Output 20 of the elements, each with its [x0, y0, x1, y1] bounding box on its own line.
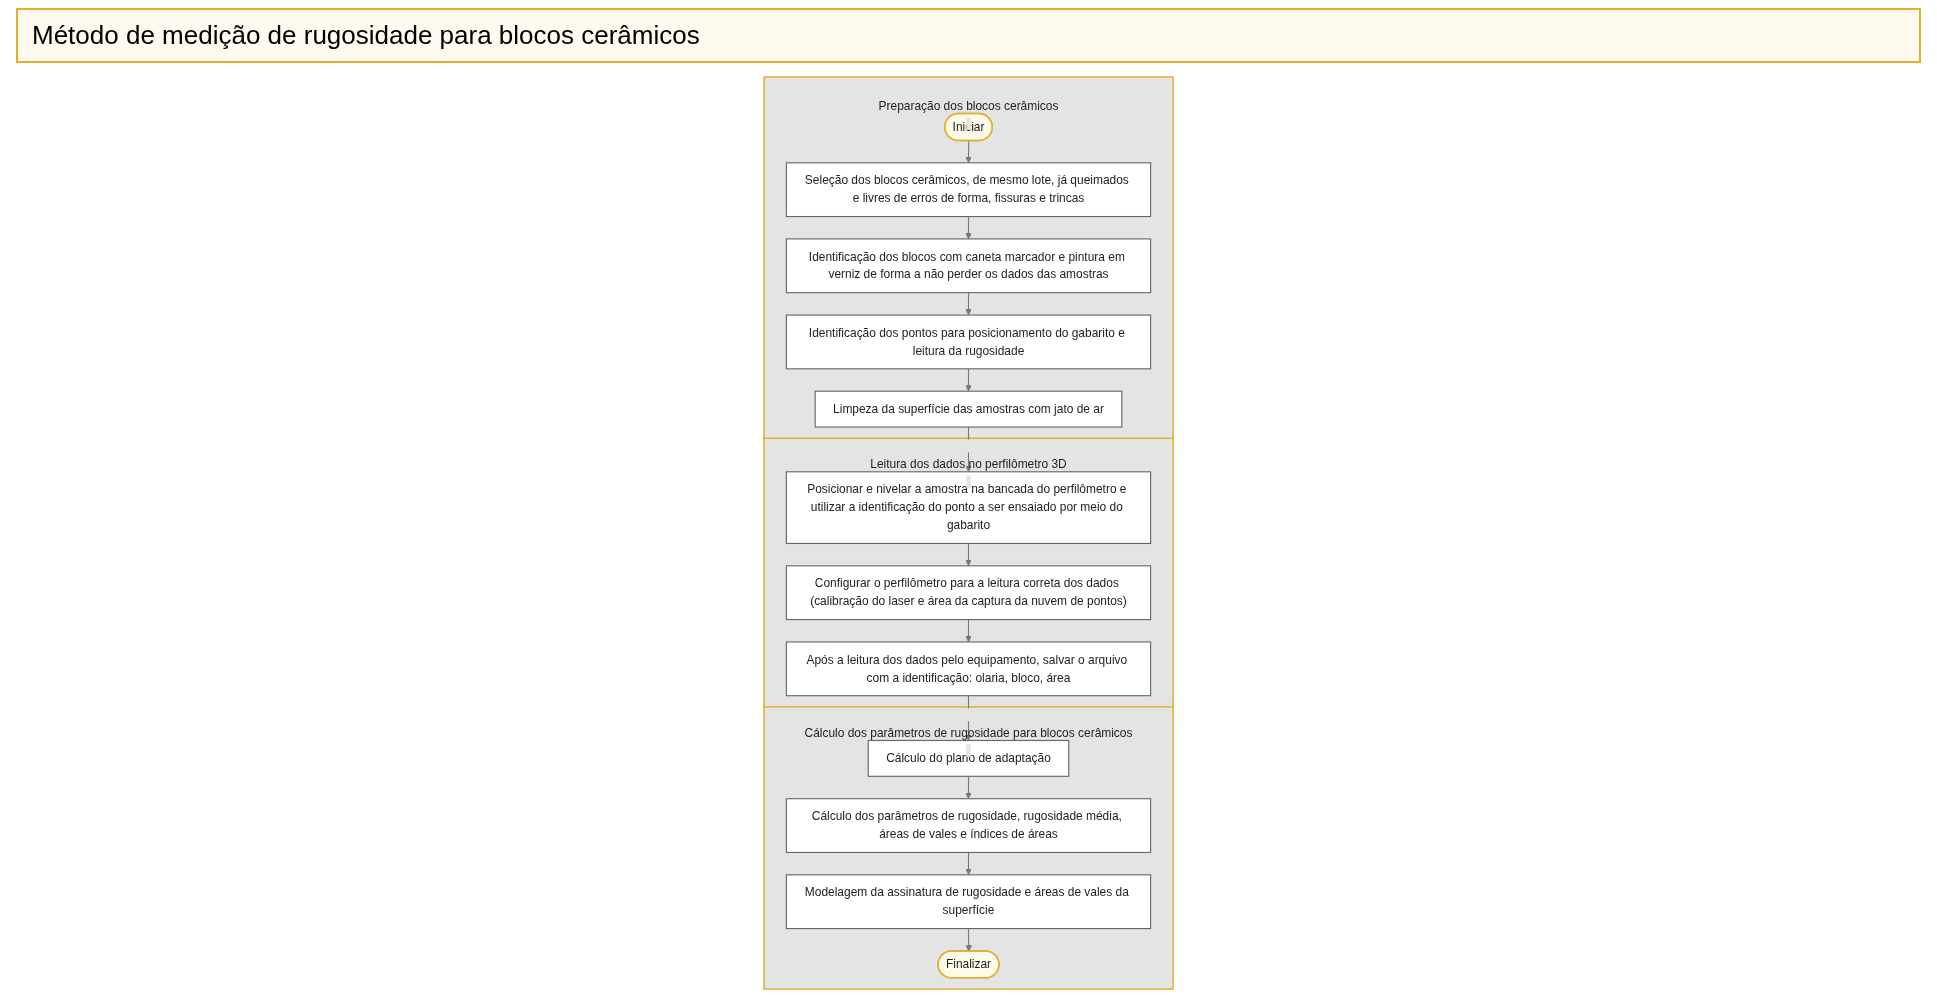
node-box: Identificação dos pontos para posicionamento do gabarito e leitura da rugosidade: [785, 314, 1152, 370]
node-box: Após a leitura dos dados pelo equipamento, salvar o arquivo com a identificação: olaria, bloco, área: [785, 641, 1152, 697]
node-box: Configurar o perfilômetro para a leitura correta dos dados (calibração do laser e área da captura da nuvem de pontos): [785, 565, 1152, 621]
arrow: [965, 216, 972, 240]
arrow: [965, 851, 972, 876]
node-box: Modelagem da assinatura de rugosidade e áreas de vales da superfície: [785, 874, 1152, 930]
node-box: Limpeza da superfície das amostras com jato de ar: [814, 390, 1123, 428]
arrow: [965, 542, 972, 567]
arrow: [965, 619, 972, 643]
node-box: Cálculo dos parâmetros de rugosidade, rugosidade média, áreas de vales e índices de áreas: [785, 798, 1152, 853]
arrow: [965, 775, 972, 799]
node-box: Posicionar e nivelar a amostra na bancada do perfilômetro e utilizar a identificação do ponto a ser ensaiado por meio do gabarito: [785, 471, 1152, 544]
diagram-title: Método de medição de rugosidade para blocos cerâmicos: [16, 8, 1921, 63]
arrow: [965, 140, 972, 164]
node-box: Identificação dos blocos com caneta marcador e pintura em verniz de forma a não perder os dados das amostras: [785, 238, 1152, 294]
arrow: [965, 928, 972, 952]
node-box: Seleção dos blocos cerâmicos, de mesmo lote, já queimados e livres de erros de forma, fissuras e trincas: [785, 162, 1152, 218]
arrow: [965, 292, 972, 316]
node-box: Cálculo do plano de adaptação: [867, 739, 1070, 777]
arrow: [965, 368, 972, 392]
